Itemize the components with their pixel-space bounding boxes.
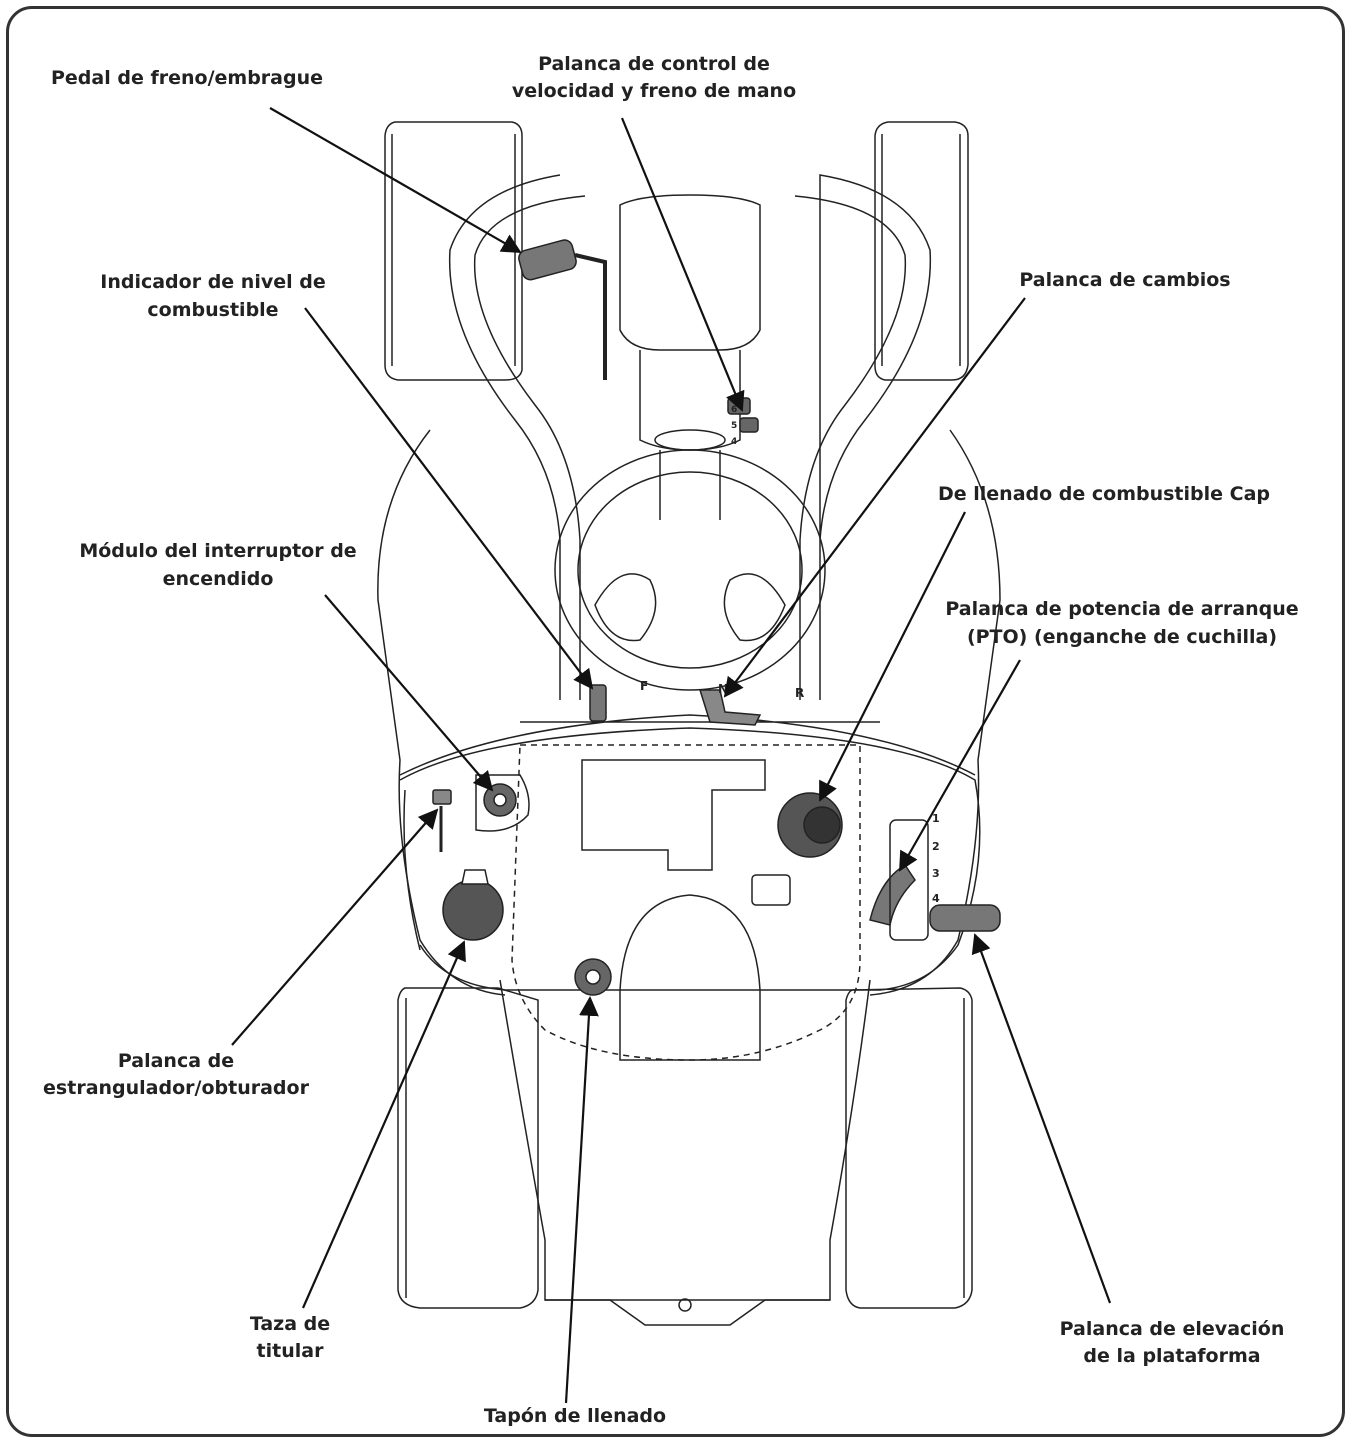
rear-right-tire [846,988,972,1308]
deck-height-3: 3 [932,867,940,880]
mark-forward: F [640,679,648,693]
pto-lever [870,865,915,925]
speed-mark-4: 4 [731,437,737,447]
label-fuel-gauge-line1: Indicador de nivel de [100,271,325,293]
label-speed-control-line1: Palanca de control de [538,53,770,75]
deck-height-2: 2 [932,840,940,853]
label-cup-line1: Taza de [250,1313,330,1335]
label-deck-lift-line1: Palanca de elevación [1060,1318,1285,1340]
speed-mark-5: 5 [731,421,737,431]
deck-height-4: 4 [932,892,940,905]
ignition-leader [325,595,492,790]
label-ignition-line1: Módulo del interruptor de [79,540,356,562]
label-choke-line2: estrangulador/obturador [43,1077,310,1099]
label-ignition-line2: encendido [163,568,274,590]
pto-leader [900,660,1020,870]
controls-filled [433,238,1000,995]
label-deck-lift-line2: de la plataforma [1083,1345,1260,1367]
speed-mark-6: 6 [731,405,737,415]
fuel-gauge [590,685,606,721]
label-fill-plug: Tapón de llenado [484,1405,666,1427]
cup-holder [443,880,503,940]
label-cup-line2: titular [257,1340,325,1362]
pedal-leader [270,108,520,252]
label-shift-lever: Palanca de cambios [1019,269,1230,291]
callout-labels: Pedal de freno/embrague Palanca de contr… [43,53,1299,1427]
fill-plug-leader [566,998,590,1403]
front-left-tire [385,122,522,380]
cup-leader [303,942,464,1308]
shift-lever [700,690,760,725]
label-pedal: Pedal de freno/embrague [51,67,323,89]
label-fuel-gauge-line2: combustible [147,299,278,321]
brake-pedal [517,238,605,380]
mark-reverse: R [795,686,804,700]
choke-lever [433,790,451,804]
fuel-cap-leader [820,512,965,800]
label-fuel-cap: De llenado de combustible Cap [938,483,1270,505]
tractor-outline [378,122,1000,1325]
steering-wheel [555,450,825,690]
label-pto-line2: (PTO) (enganche de cuchilla) [967,626,1277,648]
label-speed-control-line2: velocidad y freno de mano [512,80,796,102]
fuel-tank-outline [512,745,860,1060]
rear-left-tire [398,988,538,1308]
deck-lift-lever [930,905,1000,931]
front-right-tire [875,122,968,380]
fuel-gauge-leader [305,308,592,688]
label-choke-line1: Palanca de [118,1050,234,1072]
label-pto-line1: Palanca de potencia de arranque [945,598,1298,620]
deck-lift-leader [975,935,1110,1303]
